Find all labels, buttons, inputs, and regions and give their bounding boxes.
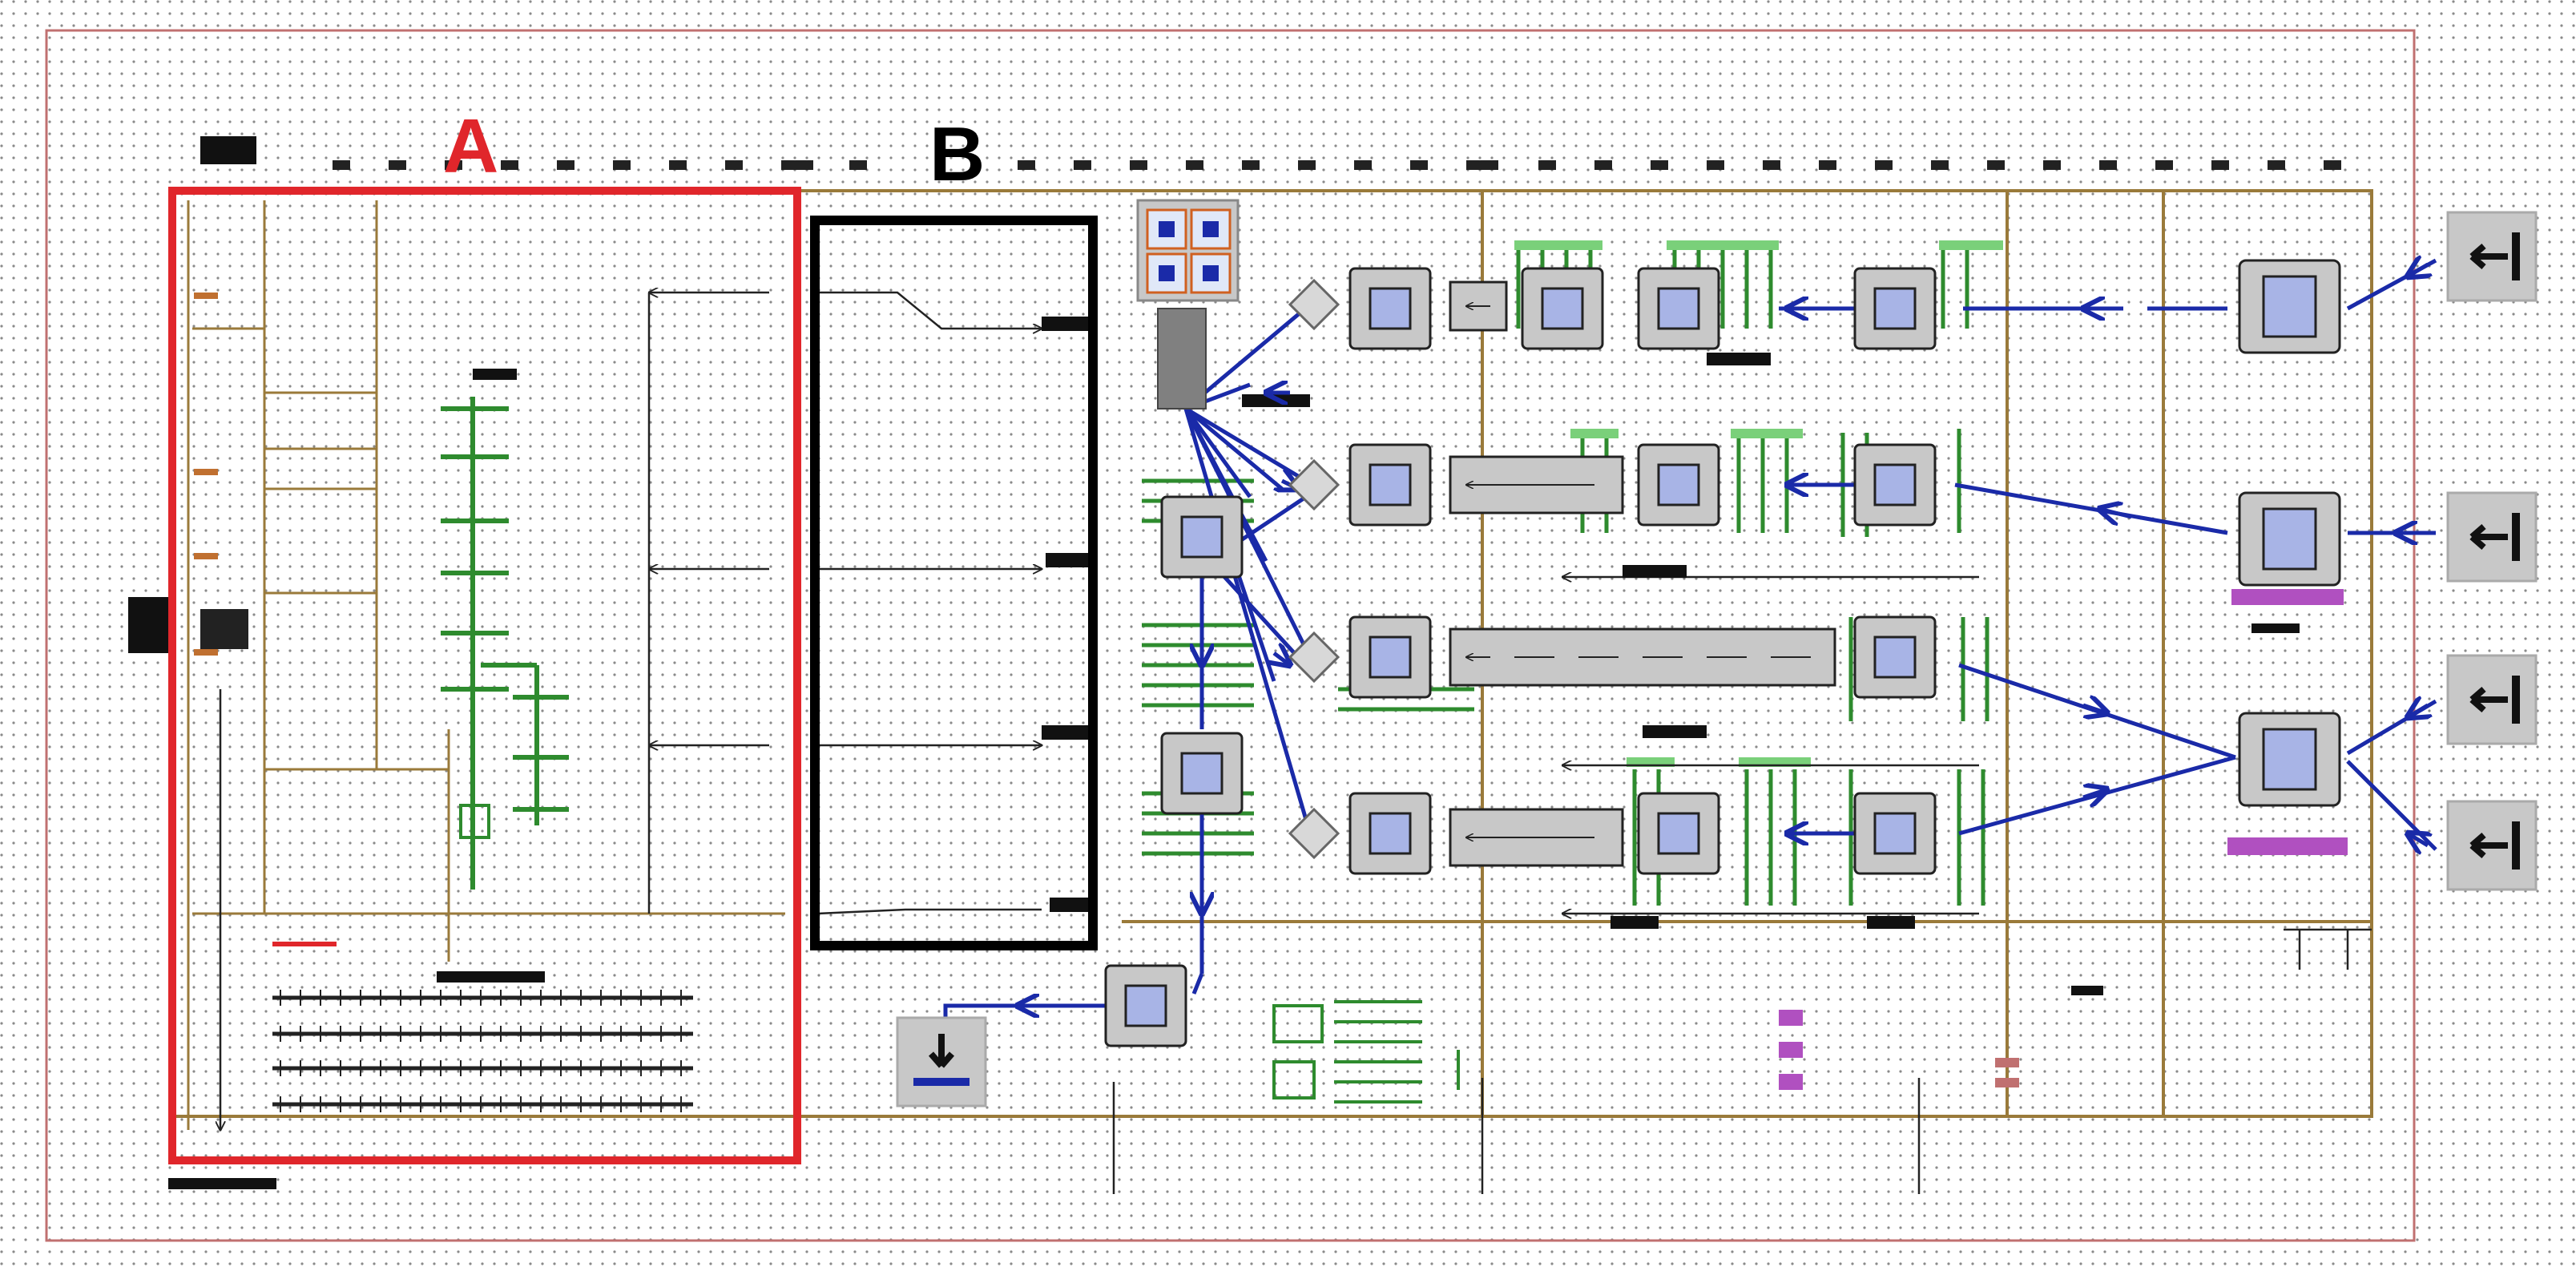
input-icons [2446, 211, 2538, 891]
zone-b-content [816, 291, 1042, 915]
process-stations [1104, 267, 1937, 1047]
zone-a-label: A [443, 103, 498, 189]
zone-a-boundary [168, 187, 801, 1164]
zone-b-boundary [810, 216, 1098, 950]
arrow-left-into-bar-icon [2446, 800, 2538, 891]
arrow-left-into-bar-icon [2446, 211, 2538, 302]
arrow-down-into-tray-icon [896, 1016, 987, 1108]
arrow-left-into-bar-icon [2446, 654, 2538, 745]
zone-a-content [128, 136, 785, 1189]
arrow-left-into-bar-icon [2446, 491, 2538, 583]
multi-station-source-icon [1136, 199, 1240, 410]
sheet-border [45, 29, 2416, 1242]
bottom-area-details [1272, 1000, 1460, 1104]
zone-b-label: B [929, 111, 985, 197]
column-markers [333, 160, 2341, 170]
feeder-units [2238, 259, 2341, 807]
